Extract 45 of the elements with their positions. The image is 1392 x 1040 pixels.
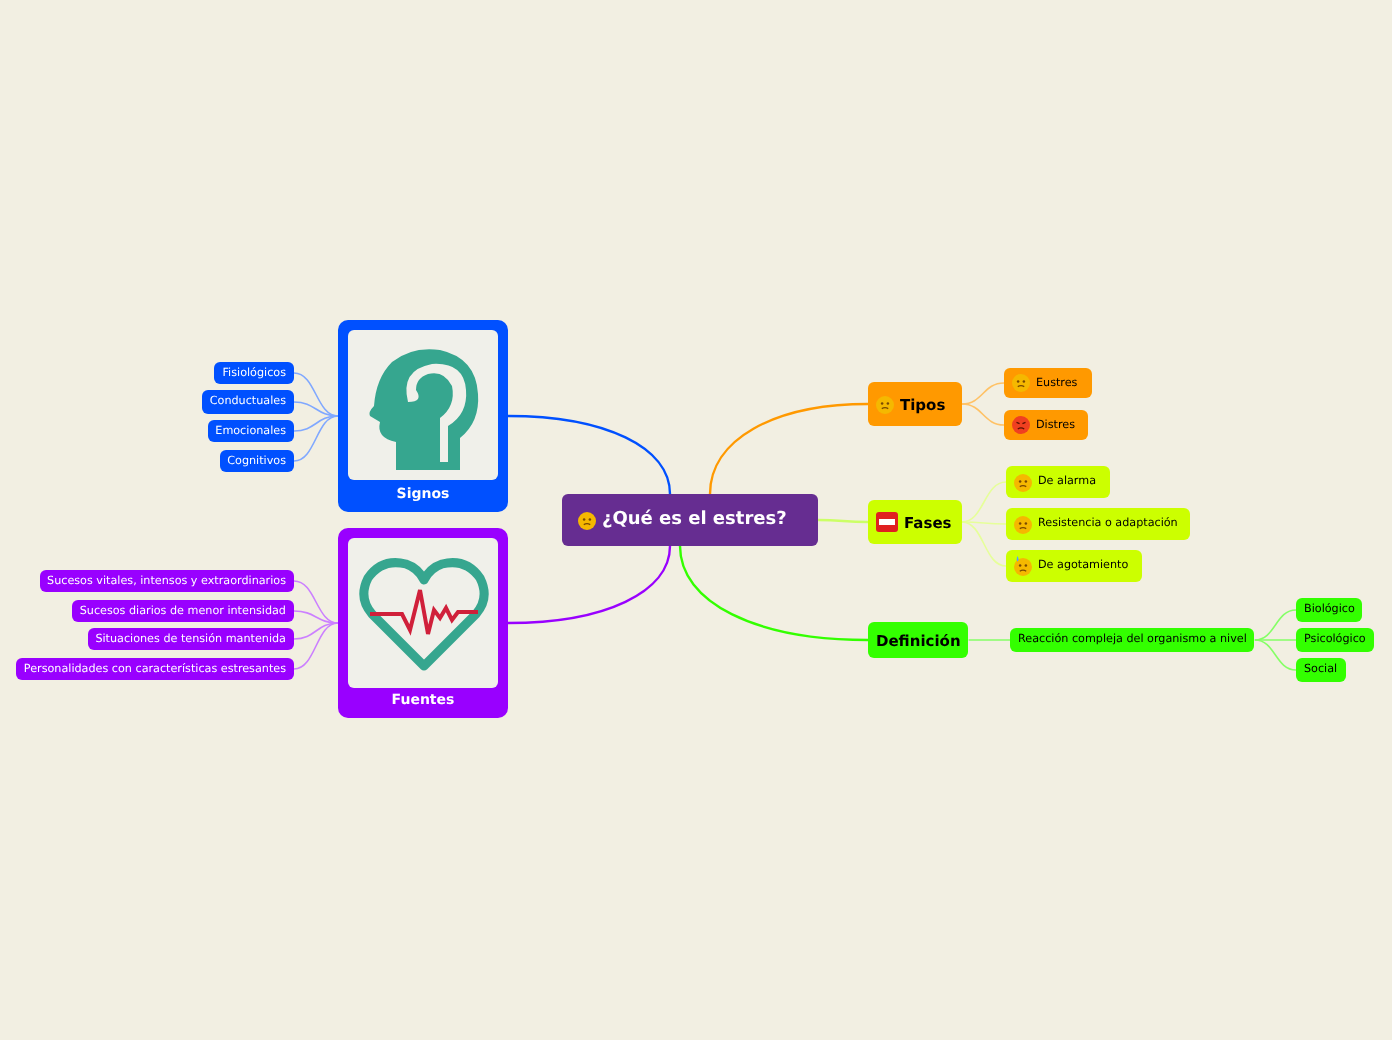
topic-box — [1006, 508, 1190, 540]
central-topic — [562, 494, 818, 546]
topic-box — [1010, 628, 1255, 652]
topic-box — [201, 390, 294, 414]
topic-box — [214, 362, 294, 384]
topic-label: ¿Qué es el estres? — [602, 510, 787, 530]
topic-box — [1006, 466, 1110, 498]
connector-line — [961, 403, 1005, 426]
topic-box — [1296, 628, 1374, 652]
topic-box — [87, 628, 294, 650]
topic-box — [1004, 368, 1092, 398]
topic-box — [39, 570, 294, 592]
connector-line — [293, 401, 339, 417]
topic-box — [207, 420, 294, 442]
topic-box — [1296, 658, 1346, 682]
topic-box — [1006, 550, 1142, 582]
topic-box — [219, 450, 294, 472]
connector-line — [678, 545, 869, 642]
connector-line — [961, 481, 1007, 523]
connector-line — [1254, 639, 1297, 641]
connector-line — [1254, 639, 1297, 671]
connector-line — [507, 545, 672, 625]
topic-box — [1296, 598, 1363, 622]
connector-line — [961, 521, 1007, 567]
topic-box — [71, 600, 294, 622]
connector-line — [293, 415, 339, 462]
connector-line — [818, 518, 868, 524]
topic-box — [868, 622, 969, 658]
connector-line — [967, 639, 1011, 641]
topic-box — [15, 658, 294, 680]
connector-line — [961, 521, 1007, 525]
image-card — [338, 320, 508, 512]
topic-box — [868, 382, 962, 426]
connector-line — [293, 372, 339, 417]
connector-line — [293, 580, 339, 624]
connector-line — [708, 402, 869, 495]
topic-box — [1004, 410, 1088, 440]
image-card — [338, 528, 508, 718]
connector-line — [507, 414, 672, 495]
connector-line — [293, 610, 339, 624]
connector-line — [293, 622, 339, 670]
connector-line — [961, 382, 1005, 405]
topic-box — [868, 500, 962, 544]
connector-line — [1254, 609, 1297, 641]
connector-line — [293, 415, 339, 432]
